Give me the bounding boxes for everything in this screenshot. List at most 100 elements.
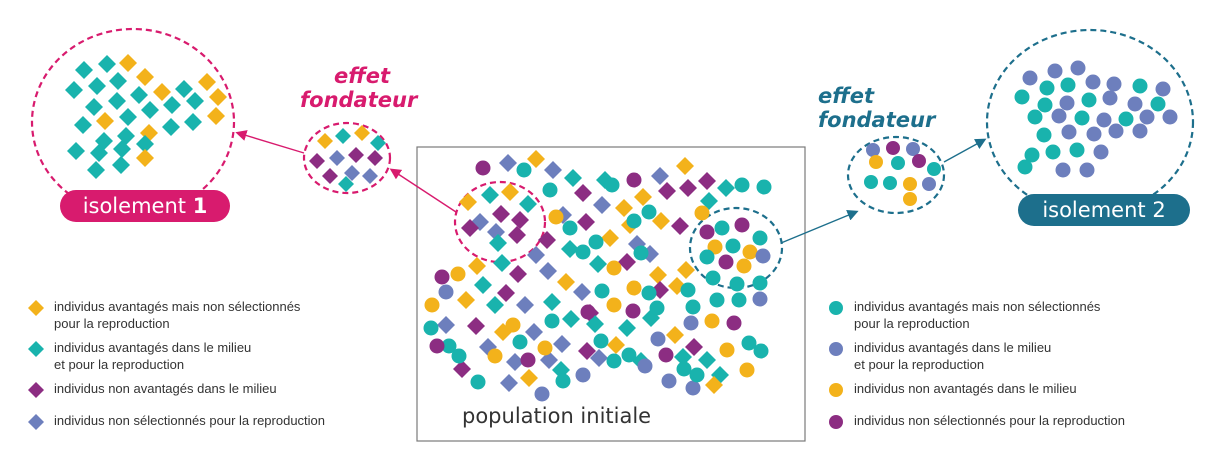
individual-diamond [113, 140, 131, 158]
individual-circle [734, 217, 750, 233]
legend-circles: individus avantagés mais non sélectionné… [828, 298, 1218, 444]
individual-diamond [674, 348, 692, 366]
individual-circle [906, 142, 920, 156]
individual-circle [739, 362, 755, 378]
effet-1-word: effet [333, 64, 390, 88]
circle-marker-icon [829, 342, 843, 356]
diamond-marker-icon [28, 300, 44, 316]
individual-diamond [676, 157, 694, 175]
individual-diamond [489, 234, 507, 252]
individual-circle [658, 347, 674, 363]
individual-diamond [574, 184, 592, 202]
individual-diamond [136, 149, 154, 167]
individual-diamond [698, 351, 716, 369]
individual-diamond [65, 81, 83, 99]
individual-circle [903, 177, 917, 191]
individual-diamond [562, 310, 580, 328]
individual-circle [725, 238, 741, 254]
individual-diamond [618, 253, 636, 271]
individual-diamond [130, 86, 148, 104]
isolement-1-number: 1 [192, 194, 208, 218]
individual-circle [621, 347, 637, 363]
individual-circle [661, 373, 677, 389]
individual-circle [438, 284, 454, 300]
individual-circle [1017, 159, 1033, 175]
legend-text: individus avantagés dans le milieu [854, 340, 1052, 355]
individual-circle [641, 285, 657, 301]
effet-fondateur-2-label: effet fondateur [818, 84, 948, 132]
isolement-1-ellipse [30, 27, 236, 217]
individual-diamond [348, 147, 364, 163]
individual-diamond [561, 240, 579, 258]
individual-diamond [492, 205, 510, 223]
individual-circle [562, 220, 578, 236]
individual-circle [1045, 144, 1061, 160]
individual-diamond [344, 165, 360, 181]
legend-item: individus non sélectionnés pour la repro… [828, 412, 1218, 429]
individual-circle [423, 320, 439, 336]
individual-circle [704, 313, 720, 329]
individual-circle [626, 280, 642, 296]
individual-circle [1155, 81, 1171, 97]
circle-marker-icon [829, 383, 843, 397]
individual-circle [594, 283, 610, 299]
individual-circle [1086, 126, 1102, 142]
individual-diamond [153, 83, 171, 101]
individual-diamond [586, 315, 604, 333]
isolement-2-word: isolement [1042, 198, 1146, 222]
individual-circle [1036, 127, 1052, 143]
individual-circle [922, 177, 936, 191]
individual-circle [726, 315, 742, 331]
individual-diamond [109, 72, 127, 90]
individual-diamond [474, 276, 492, 294]
individual-circle [470, 374, 486, 390]
individual-circle [1060, 77, 1076, 93]
individual-diamond [175, 80, 193, 98]
individual-diamond [544, 161, 562, 179]
individual-diamond [461, 219, 479, 237]
individual-circle [555, 373, 571, 389]
individual-circle [1127, 96, 1143, 112]
individual-diamond [501, 183, 519, 201]
individual-circle [891, 156, 905, 170]
individual-diamond [677, 261, 695, 279]
individual-circle [699, 224, 715, 240]
individual-circle [734, 177, 750, 193]
individual-circle [1069, 142, 1085, 158]
individual-circle [752, 275, 768, 291]
individual-circle [1096, 112, 1112, 128]
effet-2-word: effet [818, 84, 875, 108]
individual-circle [575, 367, 591, 383]
individual-diamond [651, 167, 669, 185]
individual-diamond [577, 213, 595, 231]
individual-circle [487, 348, 503, 364]
individual-circle [650, 331, 666, 347]
individual-circle [869, 155, 883, 169]
individual-circle [752, 230, 768, 246]
individual-diamond [607, 336, 625, 354]
legend-text: individus non avantagés dans le milieu [54, 381, 277, 396]
individual-circle [729, 276, 745, 292]
individual-diamond [509, 265, 527, 283]
individual-circle [1139, 109, 1155, 125]
effet-fondateur-1-label: effet fondateur [300, 64, 417, 112]
legend-item: individus avantagés mais non sélectionné… [28, 298, 408, 332]
individual-diamond [186, 92, 204, 110]
individual-circle [1070, 60, 1086, 76]
individual-diamond [74, 116, 92, 134]
individual-diamond [367, 150, 383, 166]
individual-circle [534, 386, 550, 402]
isolement-2-badge: isolement 2 [1018, 194, 1190, 226]
population-label: population initiale [462, 404, 652, 428]
individual-diamond [698, 172, 716, 190]
individual-diamond [67, 142, 85, 160]
legend-item: individus non avantagés dans le milieu [28, 380, 408, 398]
individual-circle [1093, 144, 1109, 160]
individual-circle [683, 315, 699, 331]
individual-circle [1059, 95, 1075, 111]
individual-circle [450, 266, 466, 282]
individual-diamond [88, 77, 106, 95]
individual-diamond [317, 133, 333, 149]
